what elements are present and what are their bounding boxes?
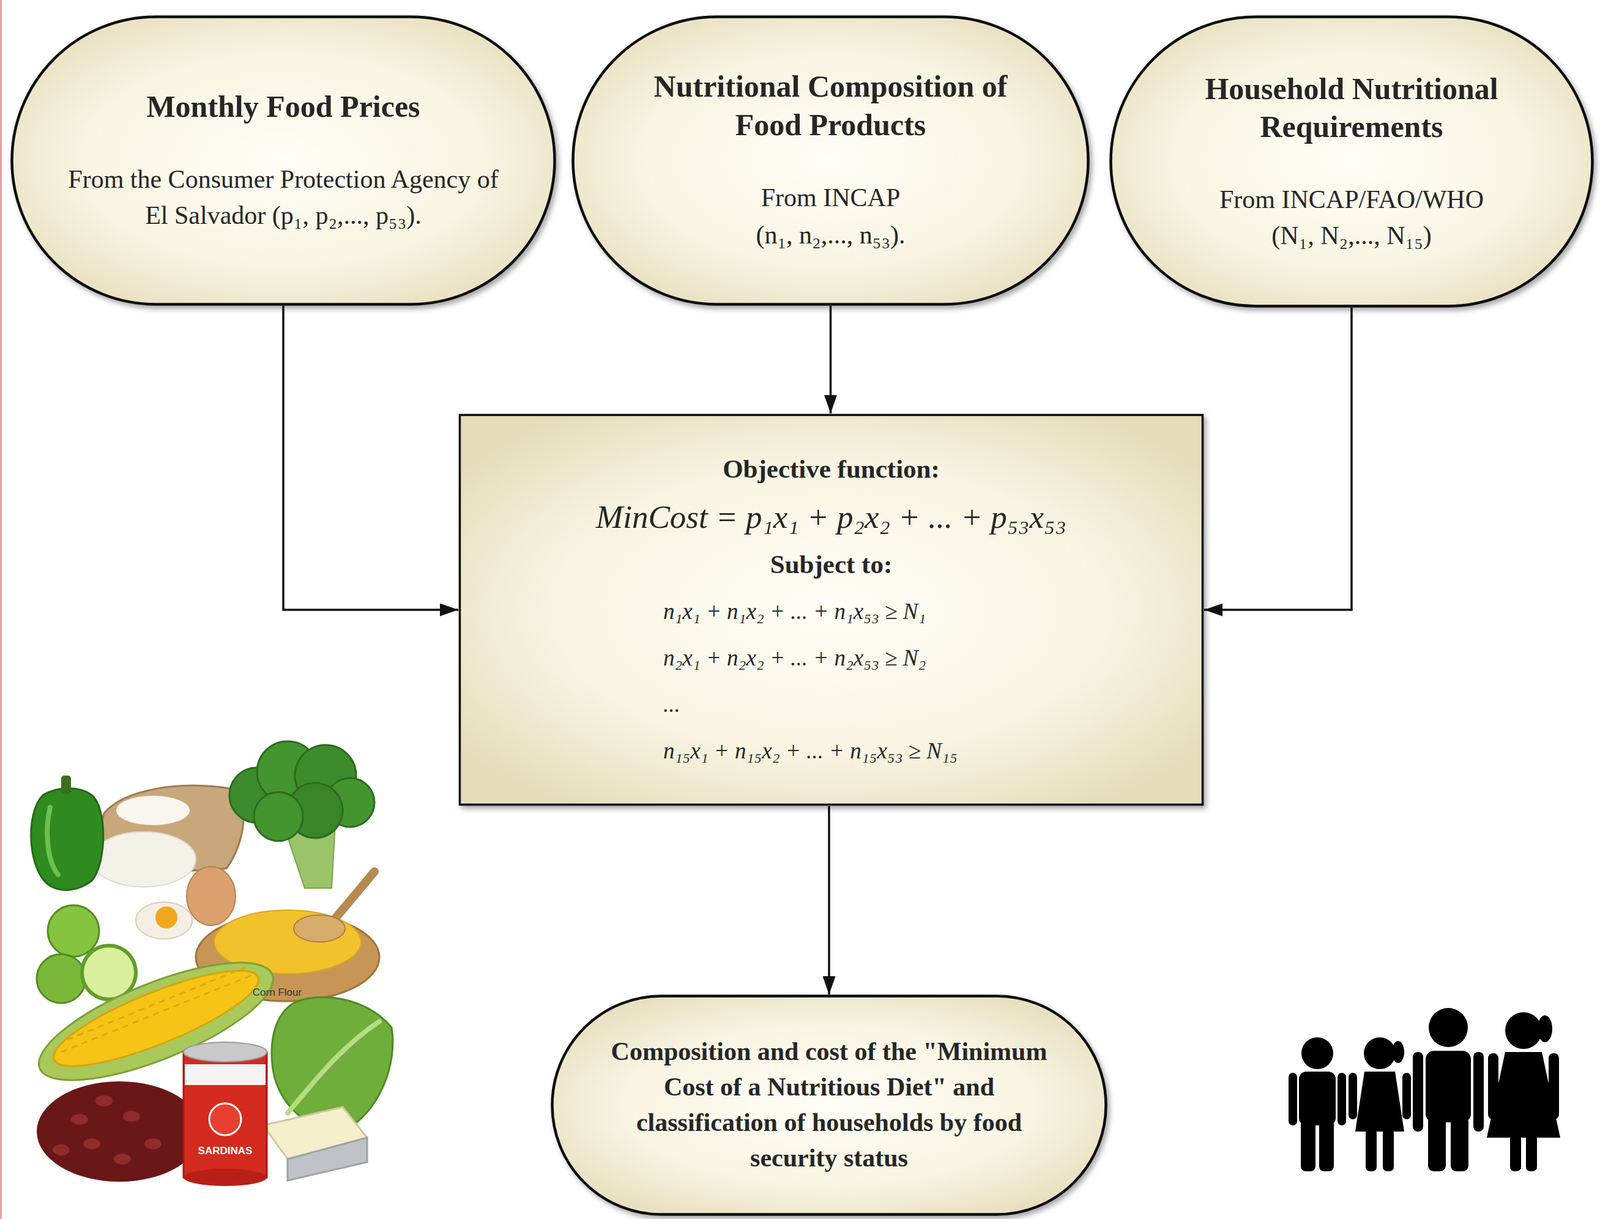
flow-arrow	[1204, 307, 1352, 611]
can-bottom	[183, 1169, 267, 1187]
node-body: (N₁, N₂,..., N₁₅)	[1161, 217, 1542, 254]
pill-outline	[571, 15, 1090, 306]
person-arm	[1288, 1073, 1298, 1126]
node-body: (n₁, n₂,..., n₅₃).	[623, 216, 1038, 254]
person-leg	[1365, 1128, 1377, 1172]
butter-foil	[287, 1138, 368, 1181]
node-body: From the Consumer Protection Agency of E…	[64, 161, 503, 234]
lime	[47, 905, 100, 957]
info-pill: Monthly Food PricesFrom the Consumer Pro…	[10, 15, 557, 306]
person-head	[1505, 1012, 1542, 1050]
person-leg	[1382, 1128, 1394, 1172]
box-outline	[460, 415, 1203, 806]
person-body	[1425, 1051, 1471, 1123]
flow-arrow	[283, 305, 459, 611]
person-leg	[1450, 1116, 1469, 1172]
pepper-highlight	[47, 807, 59, 875]
tomato	[209, 1103, 242, 1136]
section-heading: Objective function:	[482, 445, 1180, 494]
corn-kernels	[67, 967, 245, 1041]
model-box: Objective function:MinCost = p₁x₁ + p₂x₂…	[458, 413, 1205, 807]
person-arm	[1548, 1053, 1560, 1120]
person-leg	[1300, 1119, 1316, 1172]
constraint-formula: n₂x₁ + n₂x₂ + ... + n₂x₅₃ ≥ N₂	[663, 635, 1180, 682]
info-pill: Household Nutritional RequirementsFrom I…	[1109, 15, 1594, 308]
person-leg	[1510, 1134, 1522, 1172]
node-heading: Nutritional Composition of Food Products	[623, 67, 1038, 144]
info-pill: Composition and cost of the "Minimum Cos…	[550, 994, 1108, 1217]
can-top	[183, 1042, 267, 1063]
egg	[186, 866, 236, 926]
scoop-handle	[333, 871, 375, 921]
bean	[95, 1095, 113, 1107]
person-arm	[1412, 1052, 1424, 1132]
pill-outline	[10, 15, 557, 306]
bean	[70, 1114, 89, 1126]
flow-arrow	[829, 305, 833, 414]
pill-outline	[573, 17, 1089, 305]
node-heading: Monthly Food Prices	[64, 87, 503, 127]
person-head	[1301, 1037, 1334, 1070]
info-pill: Nutritional Composition of Food Products…	[571, 15, 1090, 306]
ponytail	[1537, 1015, 1553, 1043]
pill-outline	[1111, 17, 1593, 307]
person-arm	[1337, 1073, 1347, 1126]
can-band	[184, 1064, 266, 1086]
person-leg	[1525, 1134, 1537, 1172]
pill-outline	[1109, 15, 1594, 308]
result-text: Composition and cost of the "Minimum Cos…	[602, 1034, 1056, 1177]
rice	[116, 796, 190, 826]
bean	[83, 1138, 101, 1150]
person-dress	[1486, 1052, 1561, 1139]
green-pepper	[31, 788, 104, 891]
bean	[113, 1153, 131, 1165]
ponytail	[1391, 1041, 1405, 1064]
section-heading: Subject to:	[482, 540, 1180, 589]
node-heading: Household Nutritional Requirements	[1161, 69, 1542, 147]
egg-yolk	[155, 906, 178, 929]
pill-outline	[552, 996, 1107, 1216]
person-arm	[1488, 1053, 1499, 1120]
beans	[36, 1081, 202, 1183]
flow-arrow	[827, 806, 831, 995]
person-head	[1363, 1037, 1396, 1070]
constraint-formula: n₁₅x₁ + n₁₅x₂ + ... + n₁₅x₅₃ ≥ N₁₅	[663, 728, 1180, 775]
pill-outline	[12, 17, 555, 305]
corn-kernels	[61, 975, 251, 1053]
constraint-formula: n₁x₁ + n₁x₂ + ... + n₁x₅₃ ≥ N₁	[663, 588, 1180, 636]
lettuce-vein	[287, 1021, 380, 1114]
scoop	[293, 915, 346, 943]
lime	[36, 954, 86, 1004]
person-arm	[1473, 1052, 1484, 1132]
person-dress	[1355, 1071, 1405, 1132]
product-label: Corn Flour	[252, 986, 302, 1000]
person-leg	[1428, 1116, 1446, 1172]
sardine-can	[183, 1052, 267, 1178]
broccoli-floret	[253, 792, 303, 842]
person-leg	[1319, 1119, 1334, 1172]
pill-outline	[550, 994, 1108, 1217]
page-edge-line	[0, 0, 2, 1219]
bean	[122, 1111, 141, 1123]
bean	[144, 1138, 162, 1150]
node-body: From INCAP/FAO/WHO	[1161, 181, 1542, 218]
food-illustration	[25, 741, 393, 1187]
person-arm	[1402, 1073, 1411, 1120]
corn-husk	[25, 939, 287, 1105]
person-head	[1428, 1008, 1468, 1048]
product-label: SARDINAS	[198, 1145, 253, 1158]
person-body	[1298, 1071, 1336, 1126]
rice	[91, 832, 196, 888]
family-icon	[1288, 1008, 1561, 1172]
objective-formula: MinCost = p₁x₁ + p₂x₂ + ... + p₅₃x₅₃	[482, 493, 1180, 541]
bean	[52, 1144, 70, 1156]
broken-egg	[135, 902, 193, 940]
node-body: From INCAP	[623, 179, 1038, 217]
person-arm	[1348, 1073, 1358, 1120]
pepper-stem	[61, 775, 71, 795]
constraint-formula: ...	[663, 681, 1180, 729]
